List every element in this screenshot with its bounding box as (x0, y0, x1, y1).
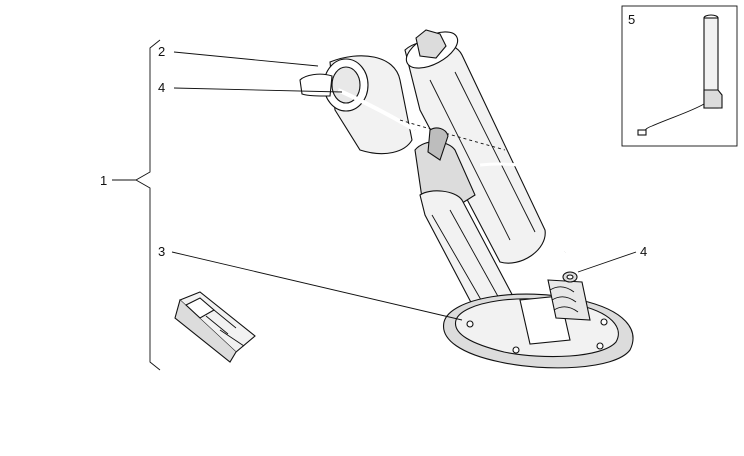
inset-sensor-panel (621, 5, 738, 147)
pump-body (399, 29, 582, 264)
level-sensor (637, 14, 723, 136)
assembly-bracket (112, 39, 161, 371)
leader-lines (171, 51, 637, 321)
fuel-filter (299, 55, 417, 155)
callout-4-upper: 4 (158, 80, 165, 95)
base-flange (443, 279, 634, 369)
callout-labels: 1 2 4 3 4 5 (100, 12, 647, 259)
connector-plug (174, 291, 256, 363)
pump-cartridge (414, 127, 516, 315)
callout-2: 2 (158, 44, 165, 59)
wiring-harness (174, 291, 585, 417)
callout-5: 5 (628, 12, 635, 27)
callout-3: 3 (158, 244, 165, 259)
hose-clamp (562, 271, 578, 283)
callout-1: 1 (100, 173, 107, 188)
callout-4-lower: 4 (640, 244, 647, 259)
